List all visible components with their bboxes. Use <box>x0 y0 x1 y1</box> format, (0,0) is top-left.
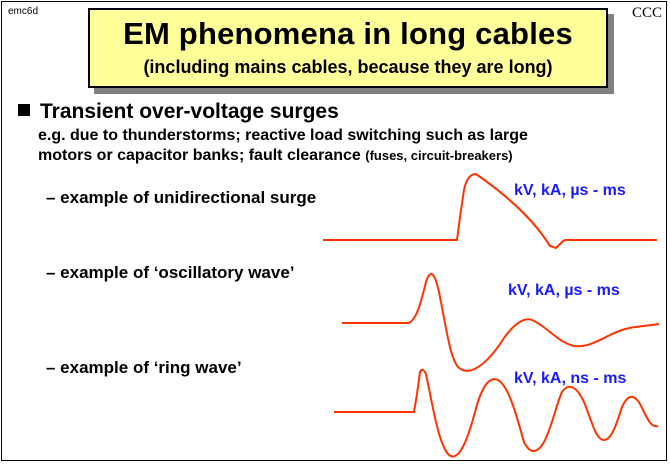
page-subtitle: (including mains cables, because they ar… <box>143 57 553 77</box>
title-box: EM phenomena in long cables (including m… <box>88 8 608 88</box>
slide-tag: emc6d <box>8 6 39 17</box>
description-line-2: motors or capacitor banks; fault clearan… <box>38 146 528 166</box>
description-note: (fuses, circuit-breakers) <box>365 148 513 163</box>
description-line-2-text: motors or capacitor banks; fault clearan… <box>38 147 361 164</box>
unidirectional-surge-trace <box>323 172 657 250</box>
bullet-text: Transient over-voltage surges <box>40 100 339 123</box>
oscillatory-trace <box>342 273 660 372</box>
example-oscillatory-label: – example of ‘oscillatory wave’ <box>46 263 295 282</box>
example-oscillatory-units: kV, kA, µs - ms <box>508 282 620 299</box>
description-line-1: e.g. due to thunderstorms; reactive load… <box>38 127 528 144</box>
example-ring-label: – example of ‘ring wave’ <box>46 358 242 377</box>
example-ring-units: kV, kA, ns - ms <box>514 370 627 387</box>
corner-label: CCC <box>631 5 662 21</box>
example-unidirectional-units: kV, kA, µs - ms <box>514 182 626 199</box>
bullet-heading: Transient over-voltage surges <box>18 100 339 124</box>
ring-trace <box>334 368 659 458</box>
page-title: EM phenomena in long cables <box>123 16 573 51</box>
example-unidirectional-label: – example of unidirectional surge <box>46 188 317 207</box>
square-bullet-icon <box>18 104 30 116</box>
description: e.g. due to thunderstorms; reactive load… <box>38 126 528 166</box>
